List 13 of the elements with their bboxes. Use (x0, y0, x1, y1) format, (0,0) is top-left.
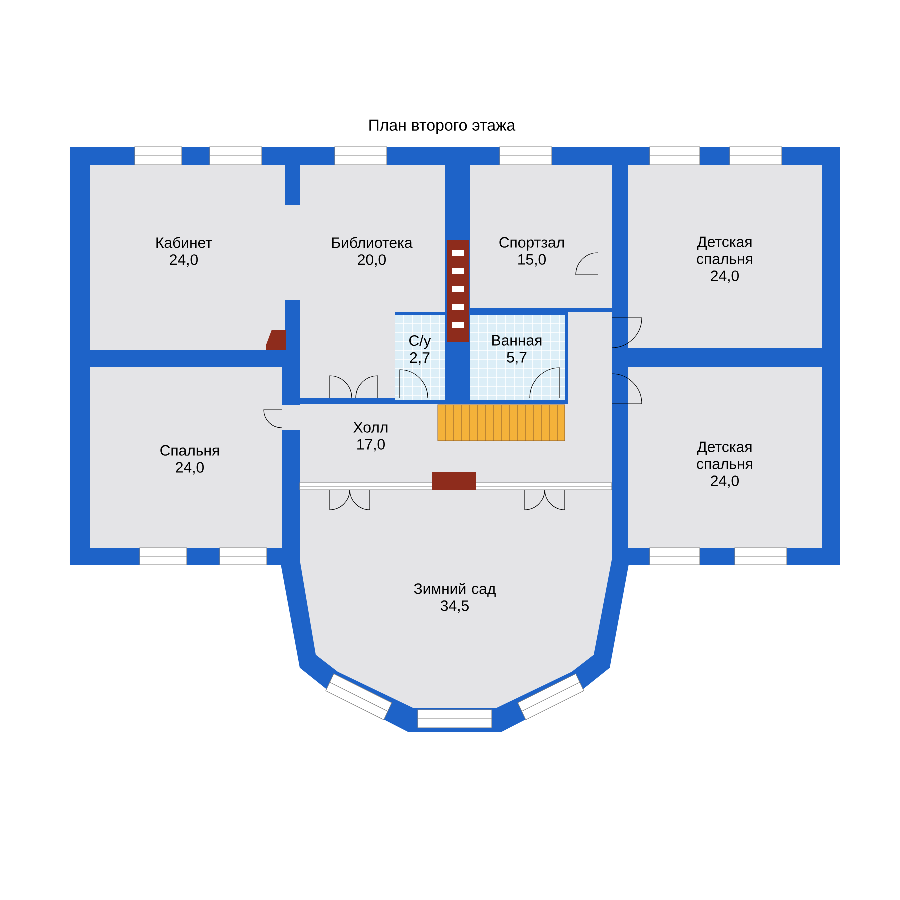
node-label: 24,0 (170, 254, 198, 267)
title: План второго этажа (370, 120, 516, 134)
node-label: Кабинет (156, 237, 212, 248)
room: Библиотека 20,0 (284, 165, 445, 312)
node-label: 20,0 (358, 254, 386, 267)
node-label: Библиотека (332, 237, 413, 248)
room: Ванная 5,7 (470, 314, 566, 400)
room: Детская спальня 24,0 (628, 367, 822, 548)
room: Зимний сад 34,5 (300, 490, 612, 708)
room: Детская спальня 24,0 (628, 165, 822, 348)
room: Спортзал 15,0 (470, 165, 612, 308)
room: Спальня 24,0 (90, 367, 282, 548)
room: С/у 2,7 (394, 314, 446, 400)
